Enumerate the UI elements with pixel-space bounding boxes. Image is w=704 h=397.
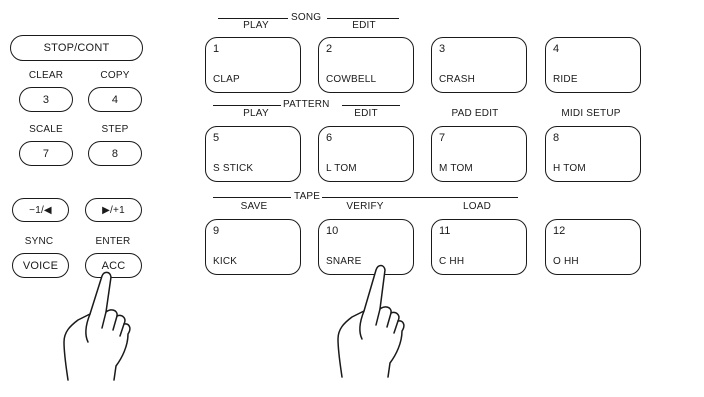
tape-rule-left	[213, 197, 291, 198]
pad-number: 5	[213, 132, 219, 144]
midi-setup-label: MIDI SETUP	[561, 108, 620, 120]
pad-number: 8	[553, 132, 559, 144]
pad-name: L TOM	[326, 163, 357, 174]
pad-11[interactable]: 11 C HH	[431, 219, 527, 275]
song-rule-right	[327, 18, 399, 19]
pad-name: H TOM	[553, 163, 586, 174]
tape-verify-label: VERIFY	[346, 201, 383, 213]
pattern-play-label: PLAY	[243, 108, 269, 120]
stop-cont-button[interactable]: STOP/CONT	[10, 35, 143, 61]
step-label: STEP	[102, 124, 129, 136]
copy-label: COPY	[100, 70, 129, 82]
tape-group-label: TAPE	[294, 191, 320, 203]
tape-rule-right	[322, 197, 518, 198]
song-edit-label: EDIT	[352, 20, 376, 32]
pad-3[interactable]: 3 CRASH	[431, 37, 527, 93]
forward-step-button[interactable]: ▶/+1	[85, 198, 142, 222]
pad-number: 2	[326, 43, 332, 55]
pad-5[interactable]: 5 S STICK	[205, 126, 301, 182]
clear-label: CLEAR	[29, 70, 63, 82]
tape-save-label: SAVE	[241, 201, 268, 213]
key-8-button[interactable]: 8	[88, 141, 142, 166]
pad-number: 4	[553, 43, 559, 55]
pad-8[interactable]: 8 H TOM	[545, 126, 641, 182]
back-step-button[interactable]: −1/◀	[12, 198, 69, 222]
pad-number: 12	[553, 225, 565, 237]
pattern-edit-label: EDIT	[354, 108, 378, 120]
song-rule-left	[218, 18, 288, 19]
pad-2[interactable]: 2 COWBELL	[318, 37, 414, 93]
pad-number: 6	[326, 132, 332, 144]
key-7-button[interactable]: 7	[19, 141, 73, 166]
pad-name: KICK	[213, 256, 237, 267]
pointing-hand-icon	[328, 260, 410, 380]
key-4-button[interactable]: 4	[88, 87, 142, 112]
song-group-label: SONG	[291, 12, 321, 24]
pad-name: O HH	[553, 256, 579, 267]
tape-load-label: LOAD	[463, 201, 491, 213]
pointing-hand-icon	[58, 268, 140, 383]
pad-name: COWBELL	[326, 74, 376, 85]
sync-label: SYNC	[25, 236, 54, 248]
pad-name: S STICK	[213, 163, 253, 174]
scale-label: SCALE	[29, 124, 63, 136]
pad-name: C HH	[439, 256, 464, 267]
pad-number: 10	[326, 225, 338, 237]
pattern-rule-left	[213, 105, 281, 106]
song-play-label: PLAY	[243, 20, 269, 32]
pad-name: M TOM	[439, 163, 473, 174]
pad-7[interactable]: 7 M TOM	[431, 126, 527, 182]
pad-number: 1	[213, 43, 219, 55]
pad-6[interactable]: 6 L TOM	[318, 126, 414, 182]
pad-1[interactable]: 1 CLAP	[205, 37, 301, 93]
pad-number: 7	[439, 132, 445, 144]
pattern-group-label: PATTERN	[283, 99, 330, 111]
pad-edit-label: PAD EDIT	[452, 108, 499, 120]
enter-label: ENTER	[96, 236, 131, 248]
pad-4[interactable]: 4 RIDE	[545, 37, 641, 93]
pad-number: 3	[439, 43, 445, 55]
pad-name: CRASH	[439, 74, 475, 85]
pad-number: 9	[213, 225, 219, 237]
pattern-rule-right	[342, 105, 400, 106]
key-3-button[interactable]: 3	[19, 87, 73, 112]
pad-name: CLAP	[213, 74, 240, 85]
pad-name: RIDE	[553, 74, 578, 85]
pad-9[interactable]: 9 KICK	[205, 219, 301, 275]
pad-12[interactable]: 12 O HH	[545, 219, 641, 275]
pad-number: 11	[439, 225, 450, 237]
